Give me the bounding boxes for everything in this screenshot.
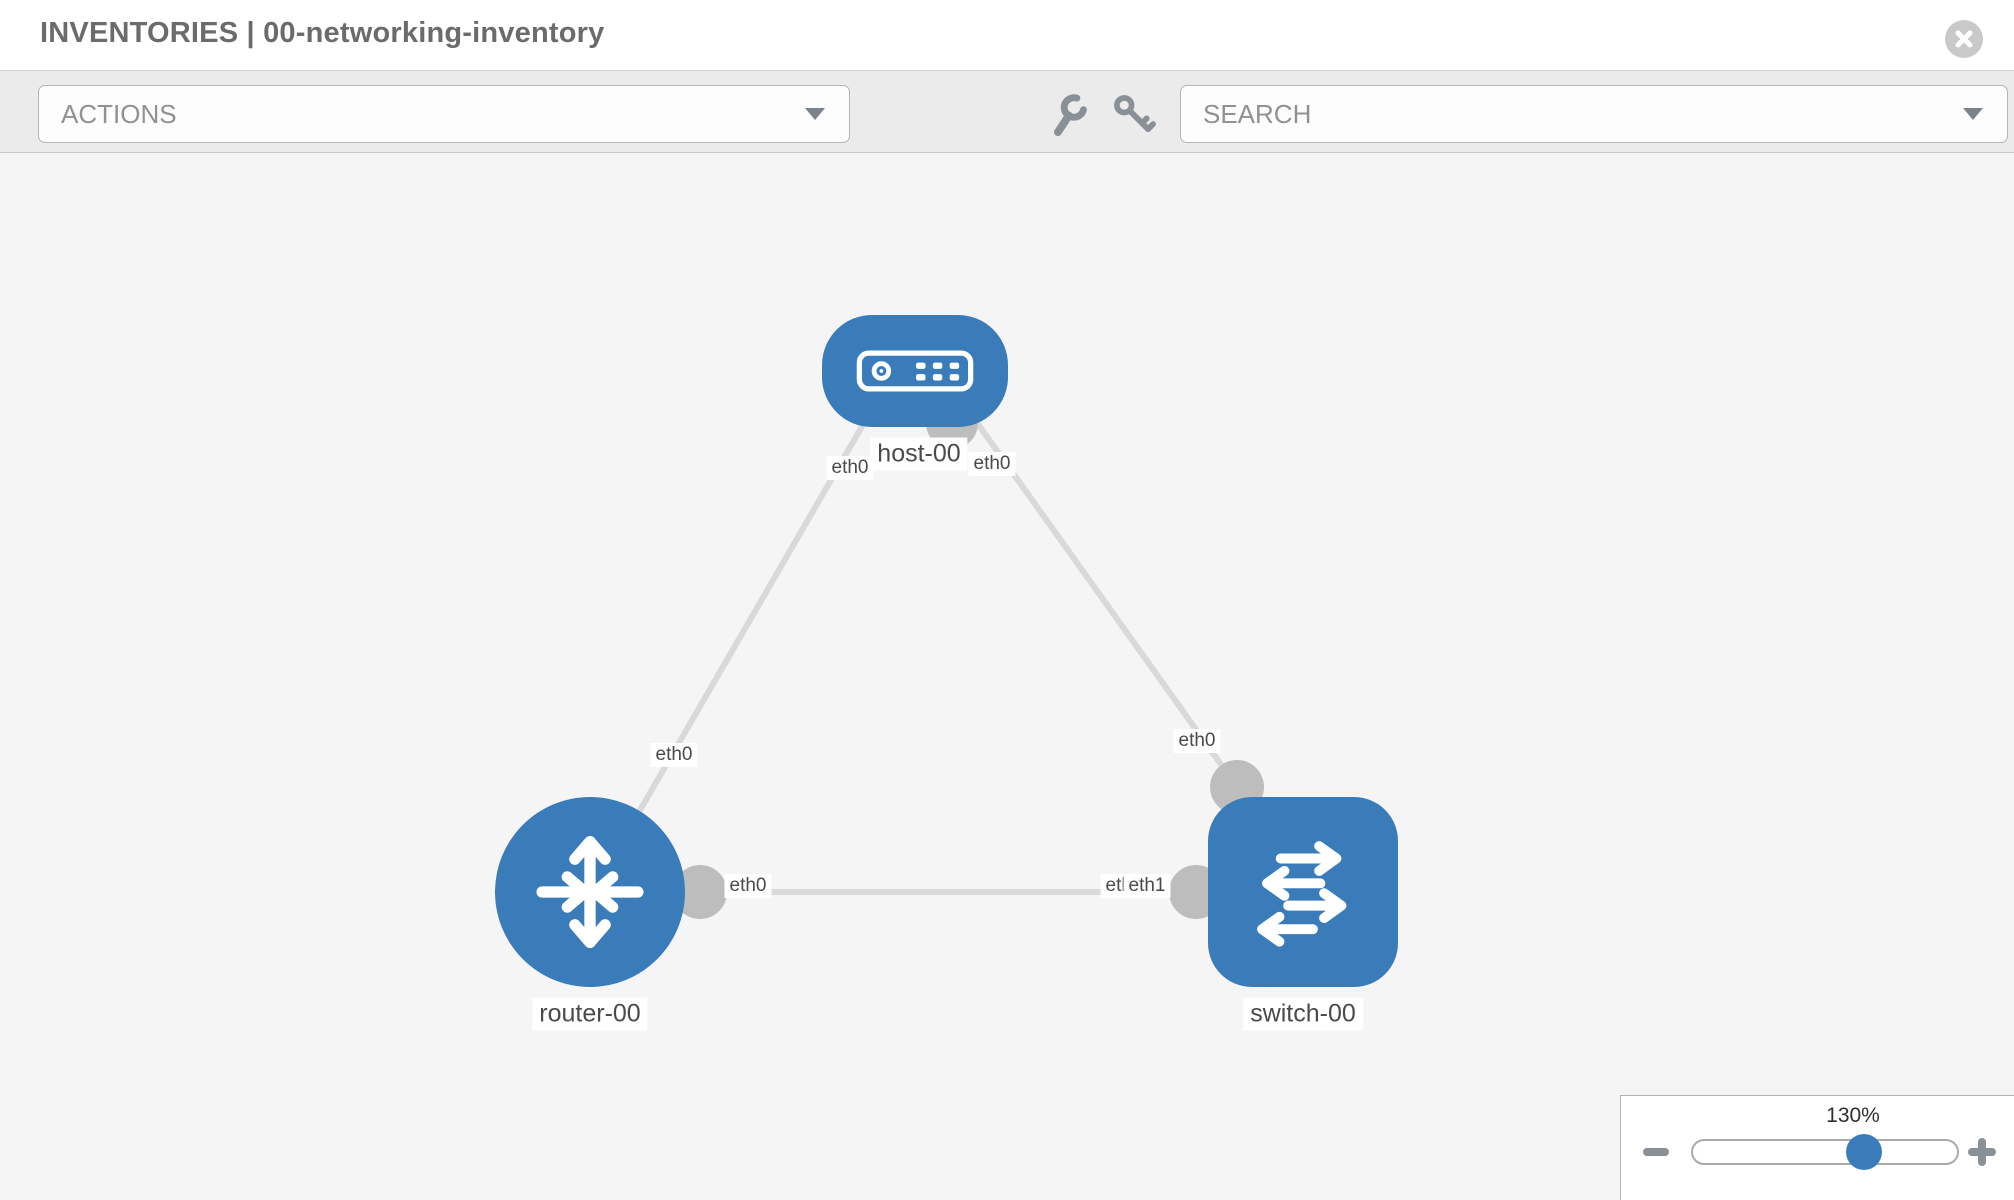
- chevron-down-icon: [805, 108, 825, 120]
- zoom-out-button[interactable]: [1643, 1148, 1669, 1156]
- page-title: INVENTORIES | 00-networking-inventory: [40, 17, 605, 49]
- node-host-00[interactable]: [822, 315, 1008, 427]
- search-placeholder: SEARCH: [1203, 98, 1312, 129]
- node-label-router: router-00: [532, 997, 648, 1031]
- interface-dot-router[interactable]: [673, 865, 727, 919]
- node-switch-00[interactable]: [1208, 797, 1398, 987]
- switch-icon: [1257, 841, 1347, 947]
- interface-label: eth1: [1123, 874, 1171, 898]
- zoom-slider-handle[interactable]: [1845, 1134, 1882, 1170]
- edge-host-switch[interactable]: [947, 383, 1240, 789]
- node-label-host: host-00: [870, 437, 968, 471]
- key-icon: [1114, 95, 1156, 132]
- router-icon: [536, 835, 644, 949]
- zoom-in-button[interactable]: [1968, 1138, 1996, 1166]
- interface-label: eth0: [650, 743, 698, 767]
- node-router-00[interactable]: [495, 797, 685, 987]
- close-icon: [1955, 30, 1973, 48]
- interface-label: eth0: [1173, 729, 1221, 753]
- interface-label: eth0: [968, 452, 1016, 476]
- interface-label: eth0: [724, 874, 772, 898]
- zoom-slider[interactable]: [1691, 1134, 1959, 1170]
- actions-dropdown[interactable]: ACTIONS: [38, 85, 850, 143]
- credentials-button[interactable]: [1112, 93, 1156, 137]
- zoom-panel: 130%: [1620, 1095, 2014, 1200]
- wrench-icon: [1053, 94, 1087, 137]
- chevron-down-icon: [1963, 108, 1983, 120]
- node-label-switch: switch-00: [1243, 997, 1363, 1031]
- actions-dropdown-label: ACTIONS: [61, 98, 177, 129]
- close-button[interactable]: [1945, 20, 1983, 58]
- interface-label: eth0: [826, 456, 874, 480]
- topology-canvas[interactable]: host-00 router-00 switch-00 eth0 eth0 et…: [0, 153, 2014, 1200]
- topology-svg: [592, 376, 1264, 919]
- search-dropdown[interactable]: SEARCH: [1180, 85, 2008, 143]
- host-icon: [856, 350, 974, 392]
- tools-button[interactable]: [1046, 93, 1090, 137]
- zoom-level-label: 130%: [1826, 1104, 1880, 1127]
- header: INVENTORIES | 00-networking-inventory: [0, 0, 2014, 70]
- toolbar: ACTIONS SEARCH: [0, 70, 2014, 153]
